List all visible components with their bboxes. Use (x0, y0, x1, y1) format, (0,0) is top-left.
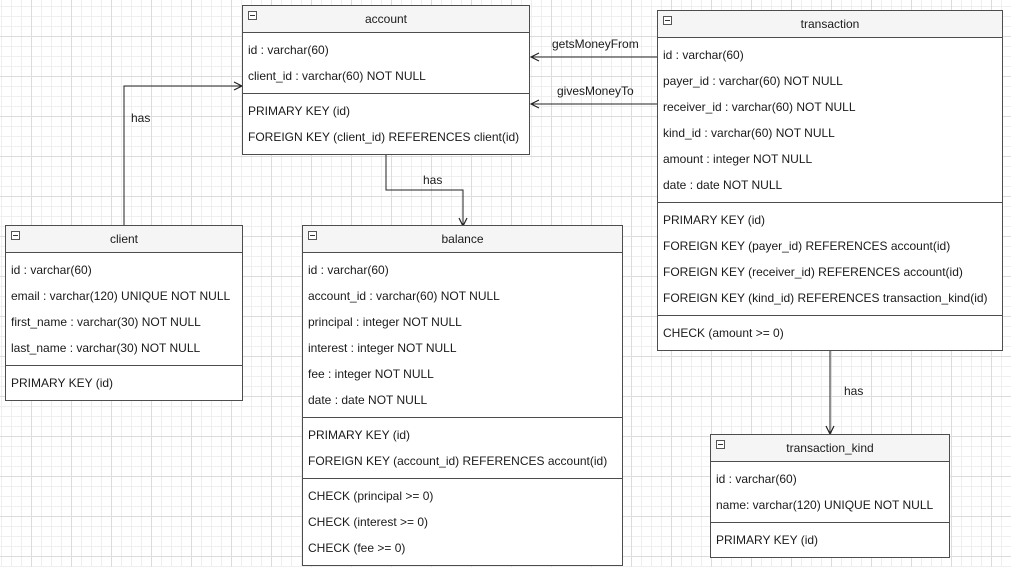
column-row[interactable]: interest : integer NOT NULL (308, 341, 457, 355)
connector-client-has-account (123, 86, 242, 226)
key-row[interactable]: FOREIGN KEY (client_id) REFERENCES clien… (248, 130, 520, 144)
checks-section: CHECK (principal >= 0) CHECK (interest >… (303, 478, 622, 565)
label-client-has-account: has (131, 111, 151, 125)
column-row[interactable]: id : varchar(60) (248, 43, 329, 57)
columns-section: id : varchar(60) name: varchar(120) UNIQ… (711, 462, 949, 522)
keys-section: PRIMARY KEY (id) FOREIGN KEY (payer_id) … (658, 202, 1002, 315)
entity-account[interactable]: account id : varchar(60) client_id : var… (242, 5, 530, 155)
column-row[interactable]: client_id : varchar(60) NOT NULL (248, 69, 426, 83)
column-row[interactable]: name: varchar(120) UNIQUE NOT NULL (716, 498, 934, 512)
column-row[interactable]: id : varchar(60) (11, 263, 92, 277)
key-row[interactable]: FOREIGN KEY (receiver_id) REFERENCES acc… (663, 265, 963, 279)
key-row[interactable]: PRIMARY KEY (id) (248, 104, 351, 118)
column-row[interactable]: last_name : varchar(30) NOT NULL (11, 341, 201, 355)
check-row[interactable]: CHECK (fee >= 0) (308, 541, 406, 555)
entity-transaction-kind[interactable]: transaction_kind id : varchar(60) name: … (710, 434, 950, 558)
column-row[interactable]: id : varchar(60) (663, 48, 744, 62)
key-row[interactable]: FOREIGN KEY (account_id) REFERENCES acco… (308, 454, 608, 468)
entity-header[interactable]: transaction (658, 11, 1002, 38)
key-row[interactable]: PRIMARY KEY (id) (308, 428, 411, 442)
columns-section: id : varchar(60) email : varchar(120) UN… (6, 253, 242, 365)
entity-title: transaction (800, 17, 860, 31)
entity-header[interactable]: client (6, 226, 242, 253)
entity-title: account (364, 12, 408, 26)
collapse-icon[interactable] (11, 231, 20, 240)
key-row[interactable]: FOREIGN KEY (kind_id) REFERENCES transac… (663, 291, 988, 305)
check-row[interactable]: CHECK (interest >= 0) (308, 515, 429, 529)
label-gives-money-to: givesMoneyTo (557, 84, 634, 98)
entity-header[interactable]: balance (303, 226, 622, 253)
column-row[interactable]: id : varchar(60) (716, 472, 797, 486)
column-row[interactable]: kind_id : varchar(60) NOT NULL (663, 126, 835, 140)
key-row[interactable]: PRIMARY KEY (id) (663, 213, 766, 227)
column-row[interactable]: payer_id : varchar(60) NOT NULL (663, 74, 843, 88)
entity-title: balance (441, 232, 484, 246)
column-row[interactable]: fee : integer NOT NULL (308, 367, 434, 381)
column-row[interactable]: date : date NOT NULL (663, 178, 783, 192)
collapse-icon[interactable] (308, 231, 317, 240)
entity-header[interactable]: transaction_kind (711, 435, 949, 462)
column-row[interactable]: id : varchar(60) (308, 263, 389, 277)
columns-section: id : varchar(60) payer_id : varchar(60) … (658, 38, 1002, 202)
column-row[interactable]: principal : integer NOT NULL (308, 315, 462, 329)
keys-section: PRIMARY KEY (id) (6, 365, 242, 400)
column-row[interactable]: date : date NOT NULL (308, 393, 428, 407)
column-row[interactable]: first_name : varchar(30) NOT NULL (11, 315, 201, 329)
entity-client[interactable]: client id : varchar(60) email : varchar(… (5, 225, 243, 401)
check-row[interactable]: CHECK (principal >= 0) (308, 489, 434, 503)
collapse-icon[interactable] (716, 440, 725, 449)
label-transaction-has-kind: has (844, 384, 864, 398)
key-row[interactable]: FOREIGN KEY (payer_id) REFERENCES accoun… (663, 239, 951, 253)
key-row[interactable]: PRIMARY KEY (id) (11, 376, 114, 390)
connector-account-has-balance (385, 155, 463, 226)
collapse-icon[interactable] (248, 11, 257, 20)
collapse-icon[interactable] (663, 16, 672, 25)
column-row[interactable]: receiver_id : varchar(60) NOT NULL (663, 100, 856, 114)
keys-section: PRIMARY KEY (id) FOREIGN KEY (client_id)… (243, 93, 529, 154)
column-row[interactable]: amount : integer NOT NULL (663, 152, 813, 166)
entity-balance[interactable]: balance id : varchar(60) account_id : va… (302, 225, 623, 566)
label-gets-money-from: getsMoneyFrom (552, 37, 639, 51)
check-row[interactable]: CHECK (amount >= 0) (663, 326, 784, 340)
entity-title: transaction_kind (786, 441, 874, 455)
columns-section: id : varchar(60) client_id : varchar(60)… (243, 33, 529, 93)
keys-section: PRIMARY KEY (id) FOREIGN KEY (account_id… (303, 417, 622, 478)
entity-transaction[interactable]: transaction id : varchar(60) payer_id : … (657, 10, 1003, 351)
key-row[interactable]: PRIMARY KEY (id) (716, 533, 819, 547)
label-account-has-balance: has (423, 173, 443, 187)
column-row[interactable]: account_id : varchar(60) NOT NULL (308, 289, 500, 303)
keys-section: PRIMARY KEY (id) (711, 522, 949, 557)
entity-header[interactable]: account (243, 6, 529, 33)
checks-section: CHECK (amount >= 0) (658, 315, 1002, 350)
column-row[interactable]: email : varchar(120) UNIQUE NOT NULL (11, 289, 231, 303)
columns-section: id : varchar(60) account_id : varchar(60… (303, 253, 622, 417)
entity-title: client (109, 232, 138, 246)
